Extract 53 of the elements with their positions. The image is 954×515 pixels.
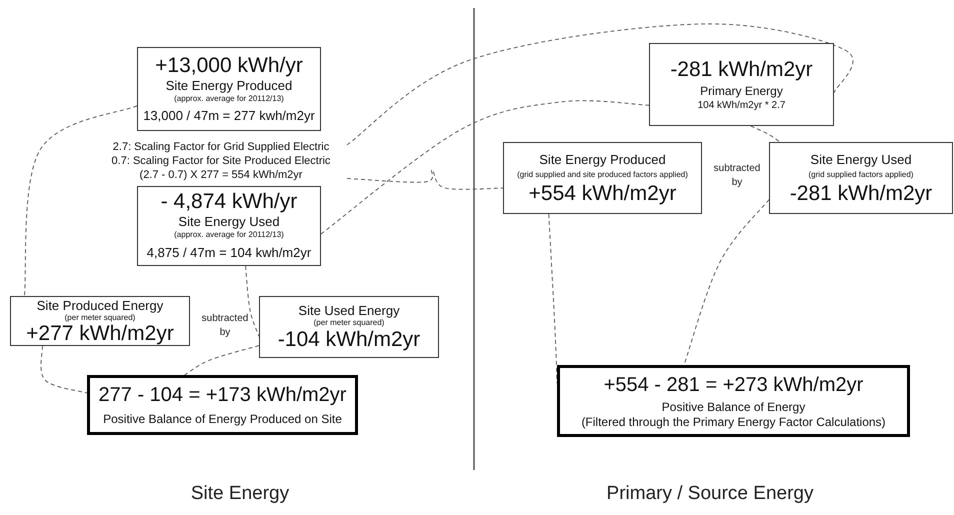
value-box	[137, 186, 321, 266]
node-text: Site Energy Produced	[539, 150, 666, 168]
node-text: +13,000 kWh/yr	[155, 54, 303, 78]
dashed-connector	[684, 199, 770, 366]
node-text: (grid supplied and site produced factors applied)	[517, 168, 688, 180]
node-text: +277 kWh/m2yr	[26, 322, 174, 344]
value-box	[137, 47, 321, 131]
node-text: Site Produced Energy	[36, 298, 164, 312]
node-text: Site Energy Used	[810, 150, 912, 168]
operation-label: subtracted by	[200, 312, 250, 340]
node-text: (approx. average for 20112/13)	[174, 93, 284, 104]
value-box	[259, 296, 439, 358]
node-text: Primary Energy	[700, 83, 783, 99]
node-text: (per meter squared)	[314, 318, 384, 328]
dashed-connector	[750, 126, 780, 142]
value-box	[769, 142, 953, 214]
node-text: +554 kWh/m2yr	[528, 180, 676, 206]
node-text: (per meter squared)	[64, 312, 136, 322]
node-text: 277 - 104 = +173 kWh/m2yr	[98, 383, 346, 408]
result-box	[557, 365, 910, 437]
value-box	[503, 142, 702, 214]
dashed-connector	[346, 24, 854, 146]
node-text: -281 kWh/m2yr	[670, 57, 813, 83]
dashed-connector	[184, 345, 260, 376]
annotation-text: (2.7 - 0.7) X 277 = 554 kWh/m2yr	[140, 168, 302, 182]
node-text: -104 kWh/m2yr	[278, 328, 420, 352]
node-text: Positive Balance of Energy	[662, 400, 806, 415]
dashed-connector	[346, 170, 504, 190]
node-text: 13,000 / 47m = 277 kwh/m2yr	[143, 106, 315, 124]
section-title: Primary / Source Energy	[606, 482, 814, 506]
dashed-connector	[245, 266, 260, 337]
result-box	[87, 375, 358, 435]
node-text: 104 kWh/m2yr * 2.7	[698, 99, 786, 112]
annotation-text: 2.7: Scaling Factor for Grid Supplied Electric	[112, 140, 330, 154]
value-box	[10, 296, 190, 346]
value-box	[649, 43, 834, 126]
node-text: (Filtered through the Primary Energy Factor Calculations)	[581, 415, 886, 430]
section-title: Site Energy	[190, 482, 290, 506]
dashed-connector	[40, 346, 88, 394]
node-text: Positive Balance of Energy Produced on Site	[103, 411, 342, 428]
dashed-connector	[24, 105, 138, 296]
node-text: Site Energy Produced	[166, 78, 292, 92]
node-text: - 4,874 kWh/yr	[160, 190, 298, 214]
dashed-connector	[320, 100, 650, 234]
node-text: 4,875 / 47m = 104 kwh/m2yr	[146, 244, 312, 262]
node-text: +554 - 281 = +273 kWh/m2yr	[604, 373, 864, 398]
node-text: Site Energy Used	[178, 214, 280, 229]
node-text: Site Used Energy	[298, 302, 400, 318]
node-text: (grid supplied factors applied)	[808, 168, 914, 180]
node-text: -281 kWh/m2yr	[790, 180, 932, 206]
annotation-text: 0.7: Scaling Factor for Site Produced Electric	[112, 154, 330, 168]
node-text: (approx. average for 20112/13)	[174, 229, 284, 241]
operation-label: subtracted by	[712, 162, 762, 190]
